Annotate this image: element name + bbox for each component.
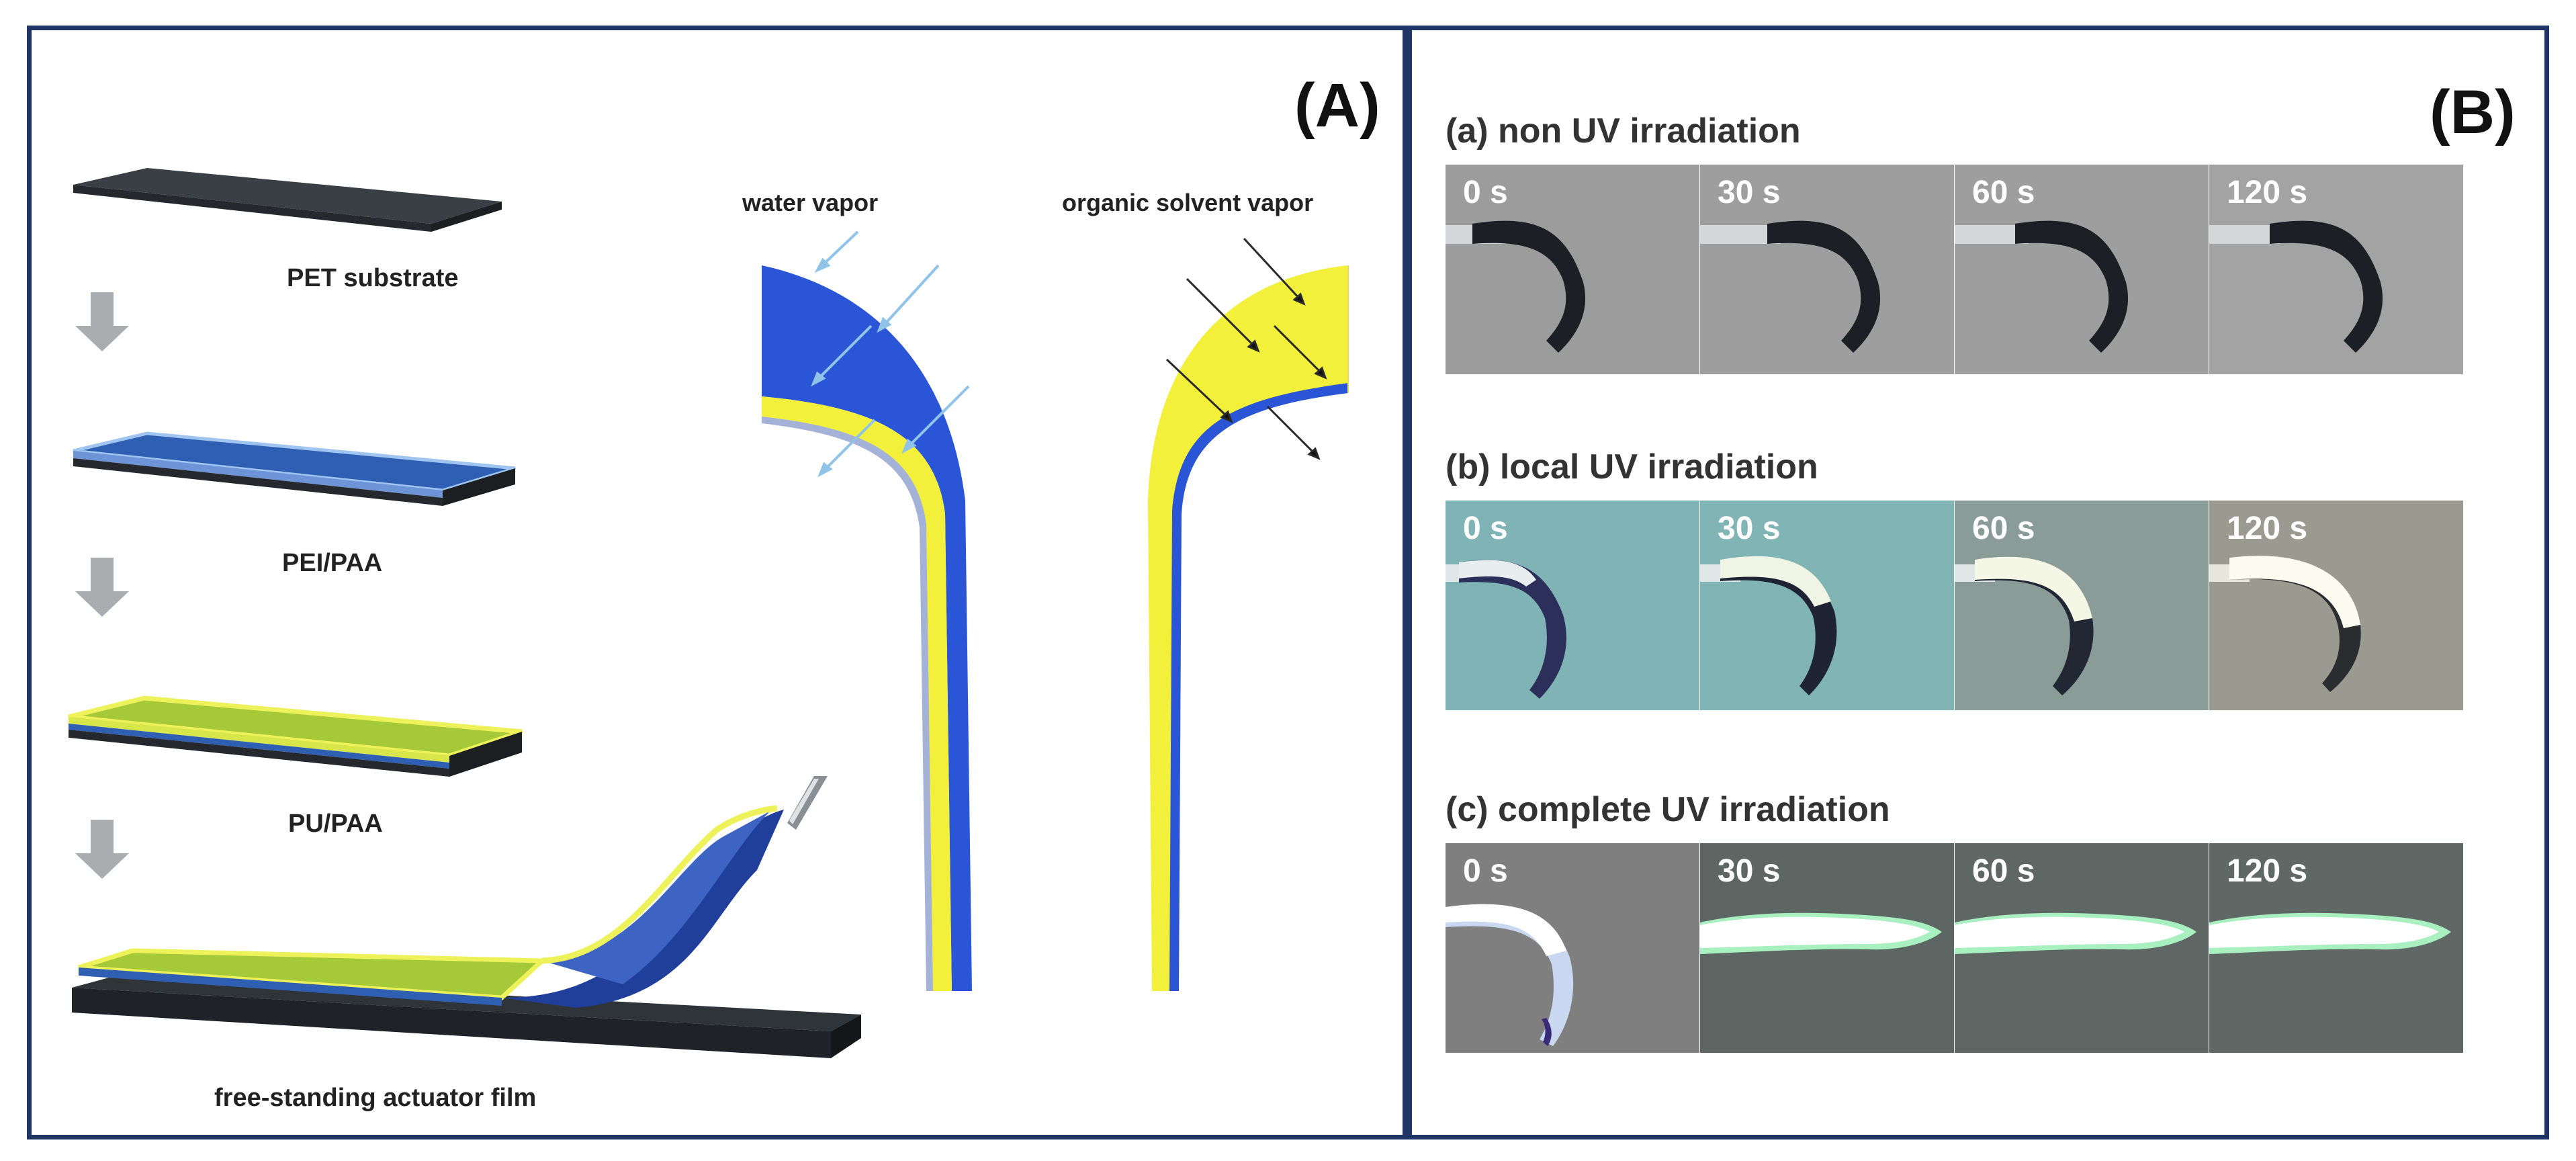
frame-non-uv-60s: 60 s: [1955, 165, 2209, 374]
vapor-label-water: water vapor: [742, 189, 879, 216]
panel-b-label: (B): [2430, 78, 2516, 146]
frame-non-uv-30s: 30 s: [1700, 165, 1954, 374]
free-standing-film-diagram: [72, 776, 861, 1058]
time-label: 60 s: [1972, 511, 2035, 546]
panel-a-label: (A): [1294, 71, 1380, 140]
time-label: 0 s: [1463, 853, 1508, 889]
frame-non-uv-120s: 120 s: [2209, 165, 2463, 374]
frame-local-uv-120s: 120 s: [2209, 501, 2463, 710]
time-label: 60 s: [1972, 853, 2035, 889]
panel-b: (B) (a) non UV irradiation 0 s 30 s 60 s…: [1407, 26, 2549, 1140]
time-label: 30 s: [1718, 853, 1781, 889]
frame-complete-uv-0s: 0 s: [1446, 843, 1699, 1053]
fabrication-process-diagram: [68, 168, 1349, 1058]
frame-local-uv-60s: 60 s: [1955, 501, 2209, 710]
down-arrow-icon: [75, 558, 129, 617]
frame-complete-uv-30s: 30 s: [1700, 843, 1954, 1053]
frame-complete-uv-60s: 60 s: [1955, 843, 2209, 1053]
water-vapor-arrows: [811, 230, 970, 478]
down-arrow-icon: [75, 292, 129, 351]
down-arrow-icon: [75, 820, 129, 879]
organic-vapor-bilayer: [1148, 265, 1349, 991]
pet-substrate-sheet: [73, 168, 502, 232]
step-label-pei-paa: PEI/PAA: [282, 549, 383, 577]
frame-non-uv-0s: 0 s: [1446, 165, 1699, 374]
frame-local-uv-0s: 0 s: [1446, 501, 1699, 710]
pu-paa-sheet: [68, 695, 523, 777]
time-label: 120 s: [2227, 175, 2308, 210]
step-label-pet: PET substrate: [287, 264, 459, 292]
frame-local-uv-30s: 30 s: [1700, 501, 1954, 710]
vapor-label-organic: organic solvent vapor: [1062, 189, 1314, 216]
time-label: 60 s: [1972, 175, 2035, 210]
step-label-pu-paa: PU/PAA: [288, 810, 383, 838]
frame-complete-uv-120s: 120 s: [2209, 843, 2463, 1053]
row-title-non-uv: (a) non UV irradiation: [1446, 112, 1801, 150]
time-label: 30 s: [1718, 511, 1781, 546]
time-label: 120 s: [2227, 853, 2308, 889]
row-title-local-uv: (b) local UV irradiation: [1446, 447, 1818, 486]
panel-a: (A): [27, 26, 1407, 1140]
time-label: 0 s: [1463, 175, 1508, 210]
water-vapor-bilayer: [762, 265, 972, 991]
organic-vapor-arrows: [1165, 237, 1327, 460]
time-label: 0 s: [1463, 511, 1508, 546]
pei-paa-sheet: [73, 431, 516, 506]
time-label: 120 s: [2227, 511, 2308, 546]
step-label-free-standing: free-standing actuator film: [214, 1084, 537, 1112]
row-title-complete-uv: (c) complete UV irradiation: [1446, 790, 1890, 829]
time-label: 30 s: [1718, 175, 1781, 210]
